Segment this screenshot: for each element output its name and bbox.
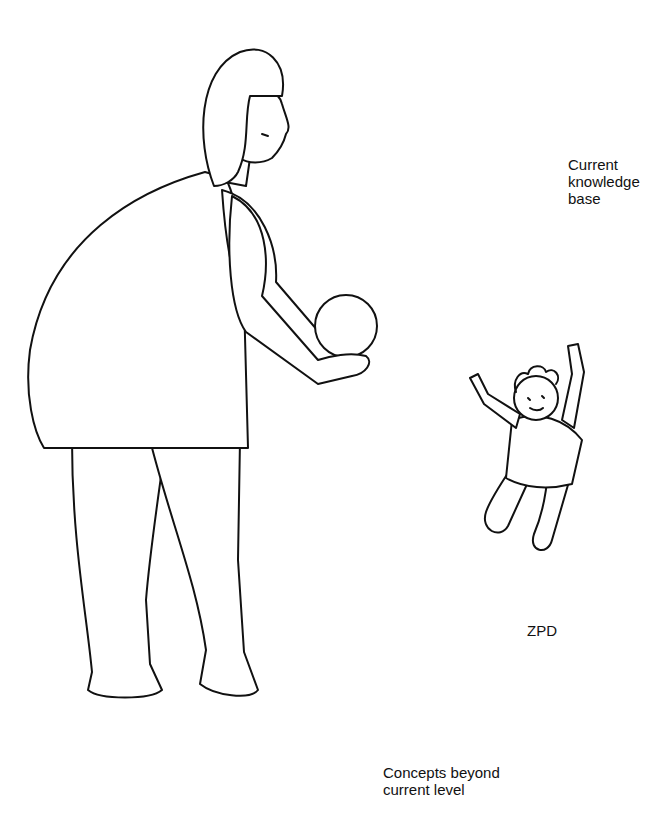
zone-arc [252, 168, 606, 670]
label-holder: Concepts beyond current level [383, 764, 507, 798]
woman-leg [150, 440, 258, 696]
knowledge-zone: ZPD Current knowledge base [240, 140, 647, 700]
zone-outline [240, 140, 647, 700]
child-arm [562, 344, 584, 428]
zone-label: Concepts beyond current level [383, 764, 507, 798]
zone-arc [437, 299, 602, 558]
woman-hair [203, 49, 283, 186]
ball [315, 295, 377, 357]
zone-outline [425, 150, 647, 580]
woman-body [28, 172, 248, 448]
knowledge-zone: Current knowledge base [425, 150, 647, 580]
child-hair [515, 366, 558, 392]
child-head [514, 376, 558, 420]
child-face [528, 396, 544, 410]
zone-arc [10, 12, 562, 816]
zone-label: Current knowledge base [568, 156, 642, 207]
label-holder: ZPD [527, 622, 571, 639]
child-arm [470, 374, 520, 428]
zone-label: ZPD [527, 622, 571, 639]
woman-leg [72, 440, 166, 698]
woman-eye [262, 134, 268, 136]
label-holder: Current knowledge base [568, 156, 642, 207]
woman-arm [229, 196, 369, 384]
